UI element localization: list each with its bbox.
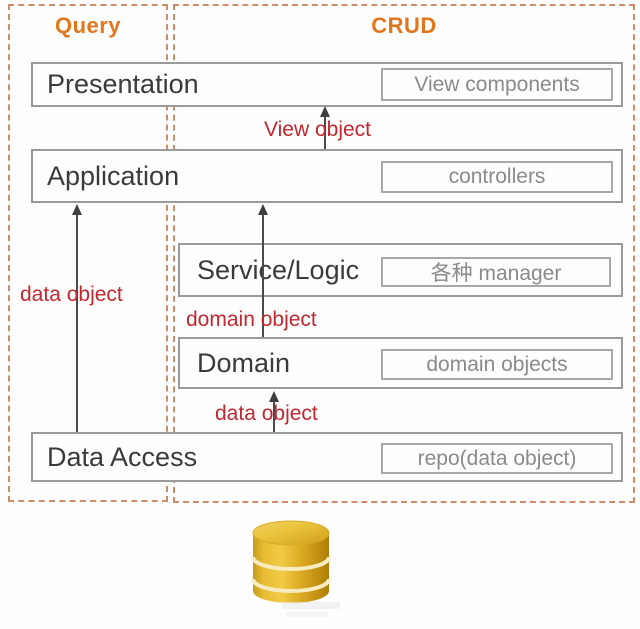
layer-domain-label: Domain: [197, 347, 291, 378]
watermark: [282, 602, 340, 617]
arrow-view-object-head: [320, 106, 330, 117]
layer-data-access: Data Access repo(data object): [31, 432, 623, 482]
flow-label-view-object: View object: [264, 118, 372, 141]
arrow-domain-object-line: [262, 214, 264, 337]
layer-presentation-label: Presentation: [47, 69, 199, 99]
component-box-view-components: View components: [381, 68, 613, 101]
component-view-components-label: View components: [414, 72, 580, 96]
crud-column-frame: [173, 4, 635, 503]
arrow-data-object-bottom-line: [273, 401, 275, 432]
layer-application-label: Application: [47, 160, 180, 191]
layer-data-access-label: Data Access: [47, 441, 198, 472]
component-controllers-label: controllers: [448, 165, 546, 188]
component-repo-label: repo(data object): [417, 446, 577, 470]
flow-label-data-object-left: data object: [20, 283, 123, 306]
layer-service-logic: Service/Logic 各种 manager: [178, 243, 623, 297]
query-column-title: Query: [54, 13, 122, 38]
database-cylinder-icon: [251, 520, 331, 603]
flow-label-domain-object: domain object: [186, 308, 317, 331]
flow-label-data-object-bottom: data object: [215, 402, 318, 425]
component-box-domain-objects: domain objects: [381, 349, 613, 380]
layer-domain: Domain domain objects: [178, 337, 623, 389]
arrow-view-object-line: [324, 116, 326, 149]
component-domain-objects-label: domain objects: [426, 352, 568, 376]
layer-service-logic-label: Service/Logic: [197, 254, 360, 285]
layer-application: Application controllers: [31, 149, 623, 203]
query-column-frame: [8, 4, 168, 502]
arrow-data-object-left-head: [72, 204, 82, 215]
crud-column-title: CRUD: [371, 13, 437, 38]
arrow-domain-object-head: [258, 204, 268, 215]
arrow-data-object-left-line: [76, 214, 78, 432]
component-box-managers: 各种 manager: [381, 257, 611, 287]
component-managers-label: 各种 manager: [430, 262, 562, 285]
layer-presentation: Presentation View components: [31, 62, 623, 107]
arrow-data-object-bottom-head: [269, 391, 279, 402]
component-box-repo: repo(data object): [381, 443, 613, 474]
component-box-controllers: controllers: [381, 161, 613, 193]
